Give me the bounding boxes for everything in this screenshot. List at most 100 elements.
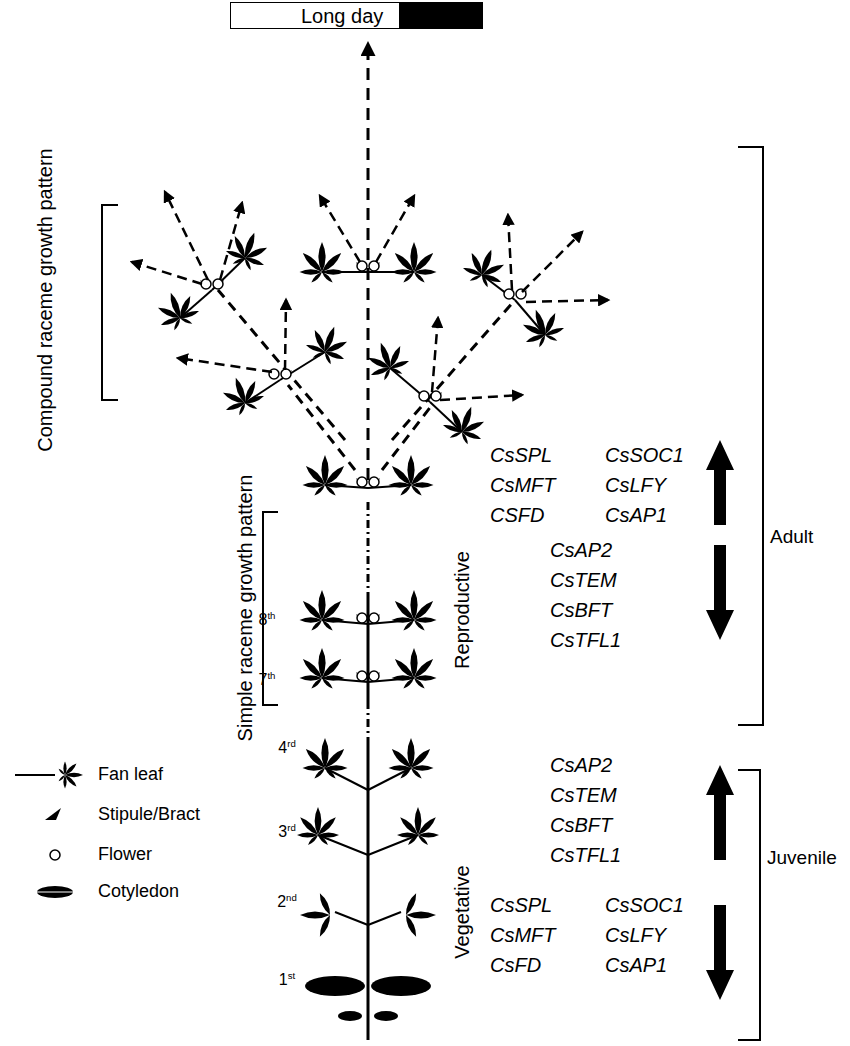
node-number: 2nd — [277, 893, 297, 911]
fan-leaf — [517, 303, 568, 352]
region-label: Reproductive — [451, 551, 473, 669]
branch-arrow — [220, 203, 242, 280]
stipule-bract — [356, 672, 366, 680]
stipule-bract — [370, 614, 380, 622]
flower-symbol — [357, 613, 367, 623]
branch-line — [392, 300, 515, 440]
petiole — [335, 912, 368, 925]
flower-symbol — [369, 613, 379, 623]
fan-leaf — [152, 286, 203, 335]
gene-name: CsSOC1 — [605, 444, 684, 466]
petiole — [368, 912, 401, 925]
stipule-bract — [356, 614, 366, 622]
fan-leaf — [362, 336, 413, 385]
plant-drawing — [15, 44, 763, 1040]
stipule-bract — [356, 262, 366, 270]
flower-symbol — [357, 671, 367, 681]
petiole — [390, 368, 430, 402]
fan-leaf — [302, 320, 353, 369]
fan-leaf — [459, 243, 510, 292]
flower-symbol — [419, 391, 429, 401]
region-label: Simple raceme growth pattern — [234, 475, 256, 742]
petiole — [318, 835, 368, 855]
branch-arrow — [432, 318, 438, 392]
fan-leaf — [297, 807, 339, 846]
stipule-bract — [503, 290, 513, 298]
node-number: 1st — [279, 971, 295, 989]
gene-name: CsAP1 — [605, 504, 667, 526]
gene-name: CsAP2 — [550, 754, 612, 776]
flower-symbol — [369, 671, 379, 681]
branch-arrow — [526, 300, 608, 302]
down-arrow — [706, 545, 734, 640]
legend-text: Fan leaf — [98, 765, 163, 785]
branch-line — [382, 405, 432, 470]
stipule-bract — [370, 262, 380, 270]
stipule-bract — [370, 478, 380, 486]
cotyledon — [338, 1011, 362, 1021]
region-label: Compound raceme growth pattern — [34, 148, 56, 452]
bracket — [738, 147, 763, 725]
growth-arrow — [367, 44, 370, 480]
fan-leaf — [58, 762, 83, 789]
node-text: Long day — [231, 5, 383, 27]
flower-symbol — [281, 369, 291, 379]
branch-arrow — [165, 192, 208, 280]
branch-arrow — [285, 300, 286, 370]
gene-name: CsBFT — [550, 599, 612, 621]
flower-symbol — [357, 261, 367, 271]
cotyledon — [374, 1011, 398, 1021]
fan-leaf — [392, 242, 437, 284]
simple-leaf — [371, 976, 431, 996]
fan-leaf — [303, 455, 348, 497]
branch-line — [218, 290, 345, 440]
fan-leaf — [217, 371, 268, 420]
petiole — [212, 258, 245, 290]
stem-line — [367, 705, 370, 745]
legend-text: Flower — [98, 845, 152, 865]
node-number: 4rd — [278, 739, 295, 757]
fan-leaf — [303, 738, 348, 780]
region-label: Vegetative — [451, 865, 473, 958]
fan-leaf — [300, 648, 345, 690]
fan-leaf — [439, 400, 490, 449]
gene-name: CsFD — [490, 954, 541, 976]
flower-symbol — [504, 289, 514, 299]
branch-arrow — [508, 215, 512, 290]
gene-name: CsAP2 — [550, 539, 612, 561]
flower-symbol — [269, 369, 279, 379]
stipule-bract — [370, 672, 380, 680]
gene-name: CsTFL1 — [550, 844, 621, 866]
branch-arrow — [522, 232, 582, 292]
up-arrow — [706, 440, 734, 525]
gene-name: CsTEM — [550, 569, 617, 591]
gene-name: CsLFY — [605, 474, 666, 496]
flower-symbol — [201, 279, 211, 289]
branch-arrow — [132, 262, 202, 284]
flower-symbol — [369, 261, 379, 271]
node-number: 3rd — [278, 823, 295, 841]
fan-leaf — [389, 455, 434, 497]
gene-name: CsSOC1 — [605, 894, 684, 916]
stipule-bract — [214, 280, 224, 288]
flower-symbol — [431, 391, 441, 401]
legend-symbols — [15, 762, 83, 899]
branch-line — [288, 385, 355, 470]
flower-symbol — [369, 477, 379, 487]
gene-name: CsMFT — [490, 924, 556, 946]
petiole — [368, 835, 418, 855]
down-arrow — [706, 905, 734, 1000]
fan-leaf — [392, 590, 437, 632]
stipule-bract — [282, 370, 292, 378]
legend-text: Stipule/Bract — [98, 805, 200, 825]
gene-name: CsLFY — [605, 924, 666, 946]
bracket — [738, 770, 760, 1040]
simple-leaf — [305, 976, 365, 996]
branch-arrow — [320, 196, 360, 262]
gene-name: CsTFL1 — [550, 629, 621, 651]
fan-leaf — [300, 590, 345, 632]
gene-name: CsSPL — [490, 444, 552, 466]
gene-name: CsSPL — [490, 894, 552, 916]
fan-leaf — [403, 892, 436, 938]
